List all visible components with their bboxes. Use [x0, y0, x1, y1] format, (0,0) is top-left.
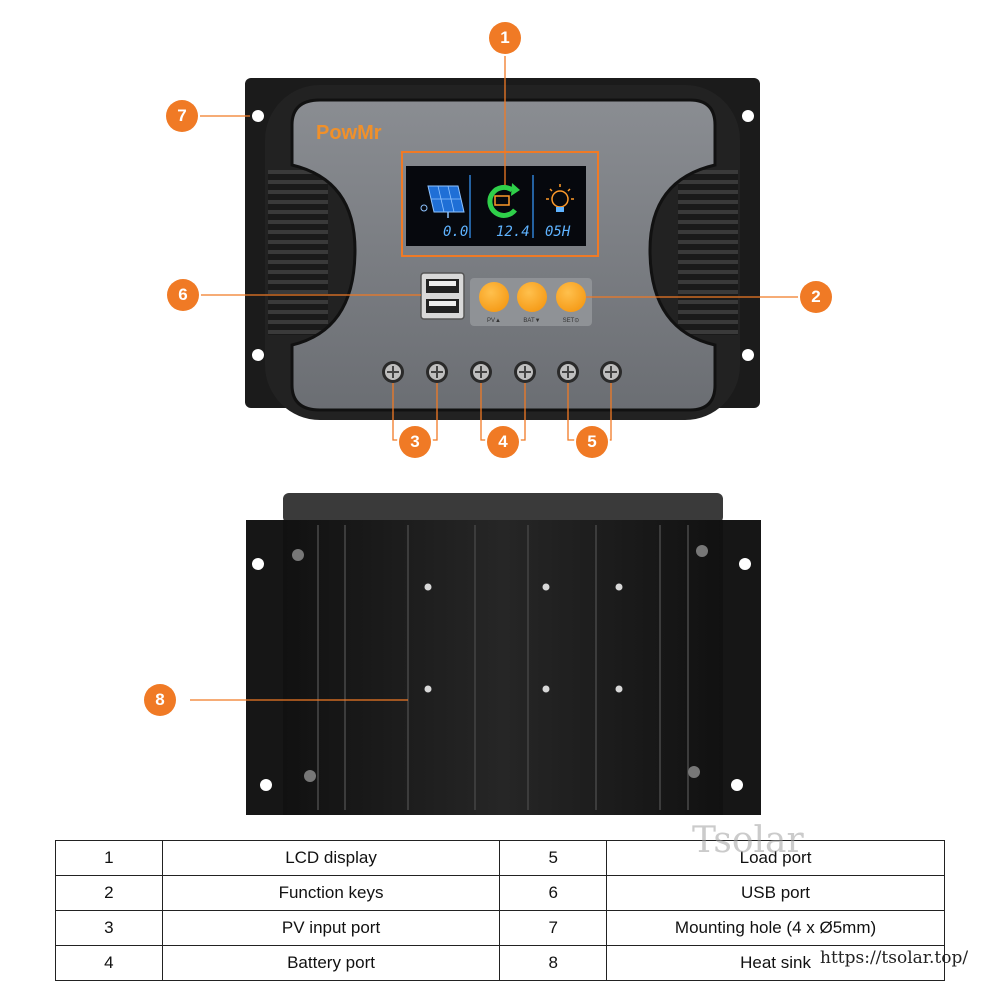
legend-number: 5	[499, 840, 608, 876]
callout-8: 8	[144, 684, 176, 716]
table-row: 4 Battery port 8 Heat sink	[55, 945, 945, 981]
function-key-label: BAT▼	[523, 318, 540, 324]
battery-cycle-icon	[487, 183, 520, 218]
callout-7: 7	[166, 100, 198, 132]
solar-panel-icon	[420, 185, 465, 218]
heat-sink-top	[283, 493, 723, 523]
legend-number: 1	[55, 840, 163, 876]
side-fins-left	[268, 170, 328, 335]
load-port[interactable]	[557, 361, 622, 383]
heat-sink-body	[283, 520, 723, 815]
source-url: https://tsolar.top/	[820, 948, 969, 968]
mounting-hole	[742, 349, 754, 361]
table-row: 2 Function keys 6 USB port	[55, 875, 945, 911]
legend-number: 6	[499, 875, 608, 911]
function-key-pv-up[interactable]: PV▲	[479, 282, 509, 324]
lcd-load-value: 05H	[545, 224, 571, 240]
usb-port[interactable]	[420, 272, 465, 320]
lcd-highlight-frame	[401, 151, 599, 257]
mounting-hole	[742, 110, 754, 122]
function-key-label: PV▲	[487, 318, 501, 324]
legend-number: 2	[55, 875, 163, 911]
mounting-hole	[252, 349, 264, 361]
mounting-hole	[260, 779, 272, 791]
legend-table: 1 LCD display 5 Load port 2 Function key…	[55, 840, 945, 981]
heat-sink-holes	[424, 583, 623, 693]
legend-number: 3	[55, 910, 163, 946]
mounting-hole	[252, 110, 264, 122]
side-fins-right	[678, 170, 738, 335]
table-row: 3 PV input port 7 Mounting hole (4 x Ø5m…	[55, 910, 945, 946]
brand-logo: PowMr	[316, 122, 382, 144]
callout-3: 3	[399, 426, 431, 458]
controller-front: PowMr 0.0 12.4	[245, 78, 760, 420]
pv-input-port[interactable]	[382, 361, 448, 383]
function-key-set[interactable]: SET⊙	[556, 282, 586, 324]
legend-label: Mounting hole (4 x Ø5mm)	[606, 910, 945, 946]
callout-5: 5	[576, 426, 608, 458]
function-key-bat-down[interactable]: BAT▼	[517, 282, 547, 324]
legend-label: PV input port	[161, 910, 501, 946]
lcd-pv-value: 0.0	[443, 224, 468, 240]
heat-sink-fins	[317, 525, 689, 810]
legend-number: 4	[55, 945, 163, 981]
legend-number: 7	[499, 910, 608, 946]
light-bulb-icon	[546, 184, 574, 212]
mounting-hole	[739, 558, 751, 570]
callout-6: 6	[167, 279, 199, 311]
legend-number: 8	[499, 945, 608, 981]
callout-4: 4	[487, 426, 519, 458]
callout-1: 1	[489, 22, 521, 54]
controller-back-heat-sink	[246, 493, 761, 815]
product-illustration: PowMr 0.0 12.4	[190, 52, 800, 815]
function-key-label: SET⊙	[563, 318, 580, 324]
table-row: 1 LCD display 5 Load port	[55, 840, 945, 876]
mounting-hole	[731, 779, 743, 791]
legend-label: Battery port	[161, 945, 501, 981]
battery-port[interactable]	[470, 361, 536, 383]
legend-label: Load port	[606, 840, 945, 876]
legend-label: Heat sink	[606, 945, 945, 981]
lcd-battery-value: 12.4	[496, 224, 530, 240]
heat-sink-screws	[292, 545, 708, 782]
mounting-hole	[252, 558, 264, 570]
legend-label: USB port	[606, 875, 945, 911]
legend-label: Function keys	[161, 875, 501, 911]
legend-label: LCD display	[161, 840, 501, 876]
callout-2: 2	[800, 281, 832, 313]
